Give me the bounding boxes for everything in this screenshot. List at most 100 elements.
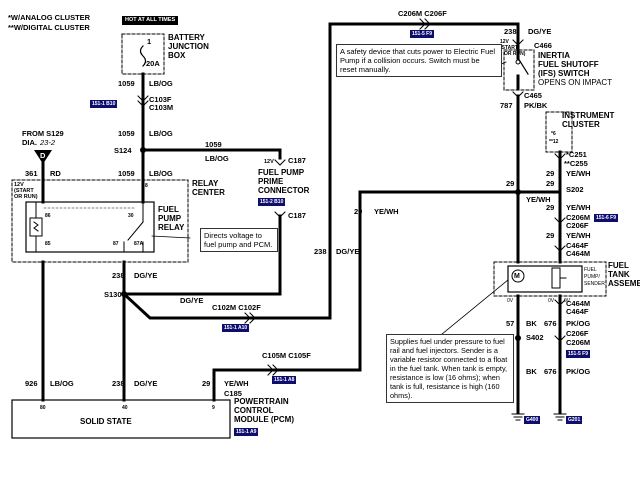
wire-label-238-a: 238 — [112, 271, 125, 280]
relay-note-leader — [151, 235, 191, 239]
instrument-cluster-outline — [545, 111, 573, 153]
legend-analog: *W/ANALOG CLUSTER — [8, 13, 91, 22]
s124-splice — [140, 147, 146, 153]
wire-label-lbog-b: LB/OG — [149, 129, 173, 138]
ref-151-2-b10: 151-2 B10 — [258, 198, 286, 206]
fuel-pump-motor-letter: M — [514, 273, 520, 280]
splice-s402: S402 — [526, 333, 544, 342]
hot-at-all-times-header: HOT AT ALL TIMES — [122, 16, 179, 25]
relay-pin-8: 8 — [145, 183, 148, 189]
from-s129-l1: FROM S129 — [22, 129, 64, 138]
c464-a-chevron — [554, 245, 566, 252]
c466-chevron — [512, 39, 524, 46]
pcm-label-1: POWERTRAIN — [234, 397, 289, 406]
fuel-pump-relay-2: PUMP — [158, 214, 182, 223]
connector-c255: **C255 — [564, 159, 588, 168]
connector-c465: C465 — [524, 91, 542, 100]
c251-chevron — [554, 153, 566, 160]
pump-sender-2: PUMP/ — [584, 274, 600, 280]
wire-238-riser — [298, 22, 520, 320]
prime-12v: 12V — [264, 159, 274, 165]
relay-pin-30: 30 — [128, 213, 134, 219]
splice-s202: S202 — [566, 185, 584, 194]
pcm-pin-9: 9 — [212, 405, 215, 411]
c206-top-chevron — [419, 18, 431, 30]
fuel-pump-motor — [511, 269, 525, 283]
fuel-tank-outline — [493, 261, 607, 297]
from-s129-marker — [34, 150, 52, 164]
battery-box-name-3: BOX — [168, 51, 186, 60]
pcm-label-3: MODULE (PCM) — [234, 415, 294, 424]
connector-c466: C466 — [534, 41, 552, 50]
wire-label-1059-d: 1059 — [118, 169, 135, 178]
ground-g400-symbol — [511, 413, 525, 421]
sender-note-leader — [441, 279, 509, 335]
tank-0v-c: 0V — [564, 298, 571, 304]
relay-note: Directs voltage to fuel pump and PCM. — [200, 228, 278, 252]
s202-splice — [515, 189, 521, 195]
wire-label-238-c: 238 — [112, 379, 125, 388]
wire-label-lbog-926: LB/OG — [50, 379, 74, 388]
relay-switch-state: 12V (START OR RUN) — [14, 182, 38, 200]
inertia-note: A safety device that cuts power to Elect… — [336, 44, 502, 77]
c206-b-chevron — [554, 335, 566, 342]
wire-label-926: 926 — [25, 379, 38, 388]
wire-label-1059-b: 1059 — [118, 129, 135, 138]
from-s129-l2: DIA. — [22, 138, 37, 147]
wire-label-29-f: 29 — [546, 203, 555, 212]
wire-label-rd: RD — [50, 169, 61, 178]
instrument-cluster-2: CLUSTER — [562, 120, 600, 129]
connector-c187-a: C187 — [288, 156, 306, 165]
fuel-pump-sender-box — [507, 265, 583, 293]
wire-label-yewh-b: YE/WH — [526, 195, 551, 204]
wire-label-29-c: 29 — [506, 179, 515, 188]
cluster-pin-b: **12 — [549, 139, 559, 145]
legend-digital: **W/DIGITAL CLUSTER — [8, 23, 90, 32]
relay-pin-86: 86 — [45, 213, 51, 219]
connector-c206m-b: C206M — [566, 338, 591, 347]
pcm-label-2: CONTROL — [234, 406, 274, 415]
ground-g201: G201 — [566, 416, 583, 424]
connector-c102: C102M C102F — [212, 303, 261, 312]
pump-sender-1: FUEL — [584, 267, 597, 273]
from-s129-marker-letter: D — [40, 151, 46, 160]
connector-c206-top: C206M C206F — [398, 9, 447, 18]
connector-c105: C105M C105F — [262, 351, 311, 360]
connector-c464m-b: C464M — [566, 299, 591, 308]
wire-label-yewh-e: YE/WH — [566, 231, 591, 240]
connector-c206f-a: C206F — [566, 221, 589, 230]
wire-label-57-a: 57 — [506, 319, 515, 328]
prime-connector-1: FUEL PUMP — [258, 168, 305, 177]
wire-label-29-d: 29 — [546, 169, 555, 178]
prime-connector-3: CONNECTOR — [258, 186, 310, 195]
wire-label-1059-a: 1059 — [118, 79, 135, 88]
relay-pin-87: 87 — [113, 241, 119, 247]
instrument-cluster-1: INSTRUMENT — [562, 111, 615, 120]
wire-label-lbog-d: LB/OG — [149, 169, 173, 178]
connector-c185: C185 — [224, 389, 242, 398]
sender-note: Supplies fuel under pressure to fuel rai… — [386, 334, 514, 403]
fuel-pump-relay-1: FUEL — [158, 205, 179, 214]
pump-sender-3: SENDER — [584, 281, 605, 287]
relay-inner-box — [25, 201, 155, 253]
wire-label-676-b: 676 — [544, 367, 557, 376]
battery-box-name-1: BATTERY — [168, 33, 205, 42]
ground-g400: G400 — [524, 416, 541, 424]
connector-c251: *C251 — [566, 150, 587, 159]
wire-29-pcm — [212, 190, 520, 402]
battery-box-name-2: JUNCTION — [168, 42, 209, 51]
c187-chevron-top — [274, 159, 286, 166]
ifs-12v: 12V — [500, 39, 509, 45]
wire-label-29-g: 29 — [546, 231, 555, 240]
wire-label-238-mid: 238 — [314, 247, 327, 256]
wire-label-361: 361 — [25, 169, 38, 178]
connector-c187-b: C187 — [288, 211, 306, 220]
wire-label-dgye-a: DG/YE — [134, 271, 158, 280]
relay-center-outline — [11, 179, 189, 263]
wire-label-1059-c: 1059 — [205, 140, 222, 149]
ref-151-5-f9-b: 151-5 F9 — [566, 350, 591, 358]
wire-label-lbog-c: LB/OG — [205, 154, 229, 163]
ref-151-6-f9: 151-6 F9 — [594, 214, 619, 222]
pcm-pin-40: 40 — [122, 405, 128, 411]
